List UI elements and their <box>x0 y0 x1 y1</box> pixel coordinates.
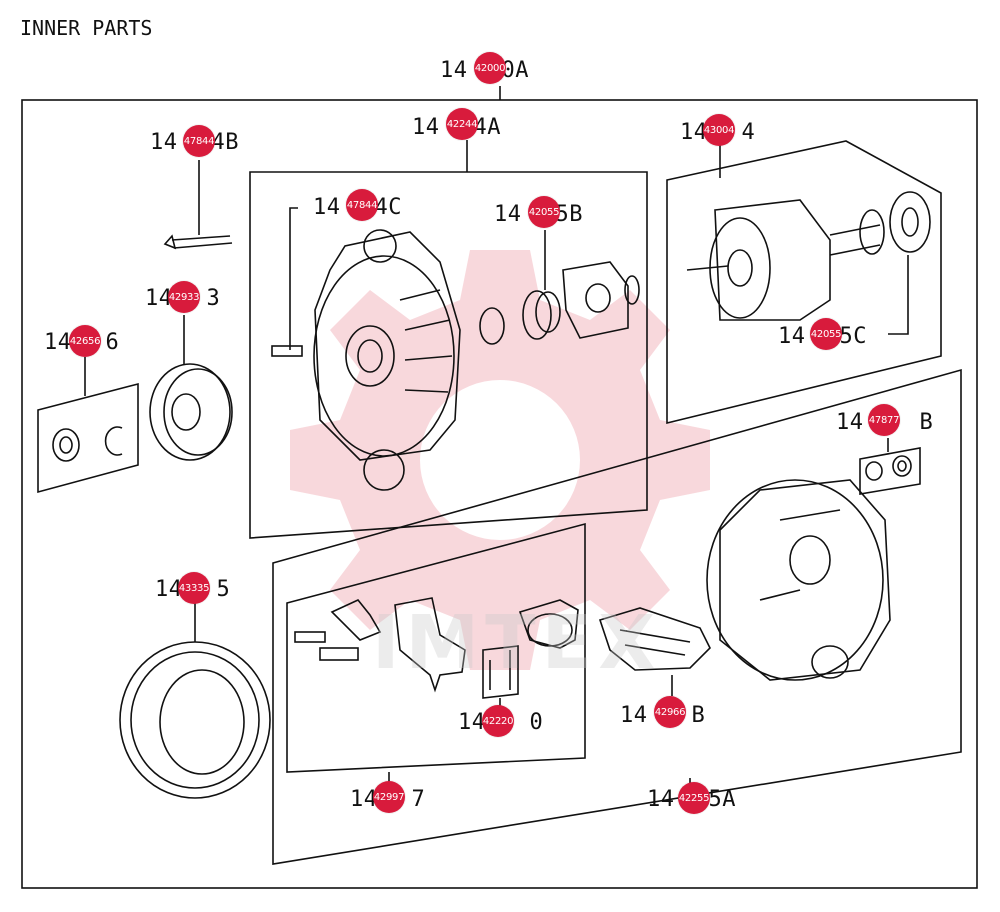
watermark-gear-icon <box>290 250 710 670</box>
part-badge-bracket-screw[interactable]: 47844 <box>346 189 378 221</box>
part-badge-nut-washer[interactable]: 42656 <box>69 325 101 357</box>
part-badge-rear-bearing[interactable]: 42055 <box>810 318 842 350</box>
rectifier-part <box>598 607 711 696</box>
part-badge-front-bracket-assy[interactable]: 42244 <box>446 108 478 140</box>
front-bearing-part <box>479 230 640 345</box>
part-badge-stator[interactable]: 43335 <box>178 572 210 604</box>
insulator-part <box>865 455 912 481</box>
nut-washer-box <box>37 382 139 494</box>
bracket-screw-part <box>271 207 303 357</box>
regulator-frame <box>286 522 586 773</box>
part-badge-rectifier[interactable]: 42966 <box>654 696 686 728</box>
regulator-parts <box>294 597 579 693</box>
part-badge-rotor-assy[interactable]: 43004 <box>703 114 735 146</box>
page-title: INNER PARTS <box>20 16 153 40</box>
part-badge-rear-bracket-assy[interactable]: 42255 <box>678 782 710 814</box>
through-bolt-part <box>163 160 233 250</box>
part-badge-alternator-assy[interactable]: 42000 <box>474 52 506 84</box>
insulator-box <box>859 447 921 495</box>
stator-part <box>119 600 271 799</box>
rotor-frame <box>666 140 942 425</box>
brush-holder-box <box>482 645 519 699</box>
watermark-text: IMTEX <box>372 600 662 686</box>
nut-washer-part <box>52 426 123 462</box>
part-badge-through-bolt[interactable]: 47844 <box>183 125 215 157</box>
pulley-part <box>149 315 233 461</box>
part-badge-regulator-set[interactable]: 42997 <box>373 781 405 813</box>
front-bracket-frame <box>249 171 648 539</box>
rear-bracket-part <box>706 479 891 681</box>
rear-bracket-frame <box>272 368 962 865</box>
rotor-part <box>686 191 931 335</box>
front-bracket-body <box>313 229 461 491</box>
part-badge-insulator-kit[interactable]: 47877 <box>868 404 900 436</box>
part-badge-front-bearing[interactable]: 42055 <box>528 196 560 228</box>
part-badge-brush-holder[interactable]: 42220 <box>482 705 514 737</box>
part-badge-pulley[interactable]: 42933 <box>168 281 200 313</box>
